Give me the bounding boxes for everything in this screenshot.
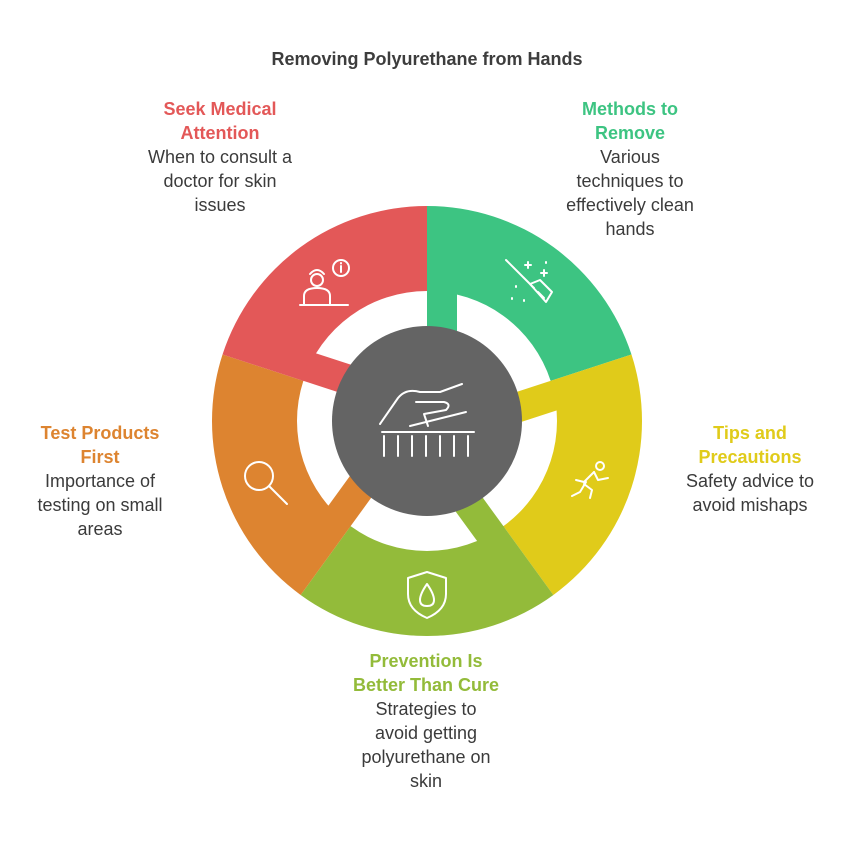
heading-prevention-is-better-than-cure: Prevention Is Better Than Cure (352, 651, 500, 695)
label-test-products-first: Test Products First Importance of testin… (10, 421, 190, 541)
connector-tips (512, 380, 562, 422)
label-tips-and-precautions: Tips and Precautions Safety advice to av… (652, 421, 848, 517)
heading-test-products-first: Test Products First (40, 423, 160, 467)
magnifier-icon (244, 461, 288, 505)
diagram-title: Removing Polyurethane from Hands (271, 49, 583, 69)
broom-sparkle-icon (505, 259, 553, 303)
connector-medical (301, 351, 351, 394)
description-methods-to-remove: Various techniques to effectively clean … (566, 147, 694, 239)
description-seek-medical-attention: When to consult a doctor for skin issues (147, 147, 293, 215)
ring-segment-methods (427, 206, 632, 381)
slipping-person-icon (571, 461, 609, 499)
heading-seek-medical-attention: Seek Medical Attention (163, 99, 277, 143)
label-methods-to-remove: Methods to Remove Various techniques to … (530, 97, 730, 241)
shield-drop-icon (407, 571, 447, 619)
connector-methods (427, 289, 457, 331)
heading-methods-to-remove: Methods to Remove (582, 99, 678, 143)
description-test-products-first: Importance of testing on small areas (37, 471, 163, 539)
label-prevention-is-better-than-cure: Prevention Is Better Than Cure Strategie… (316, 649, 536, 793)
doctor-info-icon (299, 259, 350, 306)
description-tips-and-precautions: Safety advice to avoid mishaps (685, 471, 815, 515)
ring-segment-prevent (300, 526, 554, 636)
ring-segment-medical (222, 206, 427, 381)
heading-tips-and-precautions: Tips and Precautions (698, 423, 802, 467)
ring-segment-tips (503, 354, 643, 595)
ring-segment-test (211, 354, 351, 595)
hand-brush-icon (379, 383, 475, 457)
label-seek-medical-attention: Seek Medical Attention When to consult a… (120, 97, 320, 217)
description-prevention-is-better-than-cure: Strategies to avoid getting polyurethane… (361, 699, 491, 791)
